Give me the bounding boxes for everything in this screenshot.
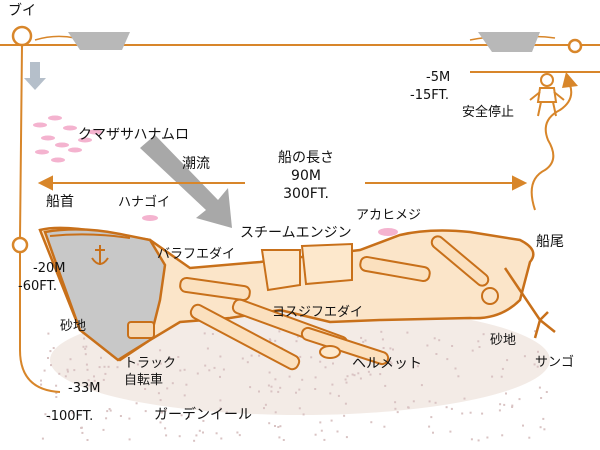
fish-school — [33, 115, 102, 163]
fish-icon — [48, 115, 62, 121]
bow-depth-m: -20M — [33, 261, 66, 276]
fish-icon — [35, 149, 49, 155]
barafuedai-label: バラフエダイ — [157, 247, 236, 262]
bow-mooring-icon — [11, 236, 29, 254]
truck-icon — [127, 321, 155, 339]
wave-right — [478, 32, 540, 52]
garden-eel-label: ガーデンイール — [154, 407, 252, 423]
ship-length-m: 90M — [291, 168, 321, 184]
steam-engine-label: スチームエンジン — [240, 225, 352, 241]
sand-left-label: 砂地 — [60, 319, 87, 334]
wave-left — [68, 32, 130, 50]
ship-length-title: 船の長さ — [278, 150, 334, 166]
fish-icon — [88, 129, 102, 135]
end-buoy-icon — [567, 38, 583, 54]
bottom-depth-m: -33M — [68, 381, 101, 396]
fish-icon — [41, 135, 55, 141]
wreck-beams — [179, 235, 490, 371]
coral-label: サンゴ — [535, 355, 575, 370]
shipwreck — [38, 226, 556, 371]
buoy-icon — [11, 25, 33, 47]
ship-length-arrow — [37, 175, 528, 191]
steam-engine-icon — [260, 242, 353, 292]
current-label: 潮流 — [182, 156, 210, 172]
safety-depth-m: -5M — [426, 70, 451, 85]
buoy-label: ブイ — [8, 3, 36, 19]
bow-depth-ft: -60FT. — [18, 279, 58, 294]
ship-length-ft: 300FT. — [283, 186, 329, 202]
fish-icon — [78, 137, 92, 143]
anchor-icon — [91, 245, 109, 265]
ascent-arrow — [530, 84, 573, 211]
propeller-icon — [481, 287, 499, 305]
stern-label: 船尾 — [536, 234, 564, 250]
safety-stop-label: 安全停止 — [462, 105, 515, 120]
descent-line — [19, 44, 61, 393]
fish-icon — [55, 142, 69, 148]
bottom-depth-ft: -100FT. — [46, 409, 94, 424]
fish-icon — [68, 147, 82, 153]
fish-icon — [33, 122, 47, 128]
descend-arrow-icon — [24, 62, 46, 90]
ascent-arrowhead-icon — [562, 72, 578, 88]
seabed — [40, 305, 550, 442]
akahimeji-label: アカヒメジ — [356, 208, 422, 223]
bicycle-label: 自転車 — [124, 373, 164, 388]
hanagoi-label: ハナゴイ — [118, 195, 171, 210]
diver-icon — [529, 73, 565, 117]
helmet-label: ヘルメット — [352, 356, 422, 372]
fish-icon — [51, 157, 65, 163]
safety-depth-ft: -15FT. — [410, 88, 450, 103]
helmet-icon — [319, 345, 341, 359]
yosujifuedai-label: ヨスジフエダイ — [272, 305, 364, 320]
truck-label: トラック — [124, 356, 177, 371]
fish-icon — [63, 125, 77, 131]
sand-right-label: 砂地 — [490, 333, 517, 348]
current-arrow-icon — [140, 135, 232, 228]
bow-label: 船首 — [46, 194, 74, 210]
hanagoi-fish-icon — [142, 215, 158, 221]
coral-icon — [503, 267, 556, 339]
fish-school-label: クマザサハナムロ — [78, 127, 190, 143]
akahimeji-fish-icon — [378, 228, 398, 236]
